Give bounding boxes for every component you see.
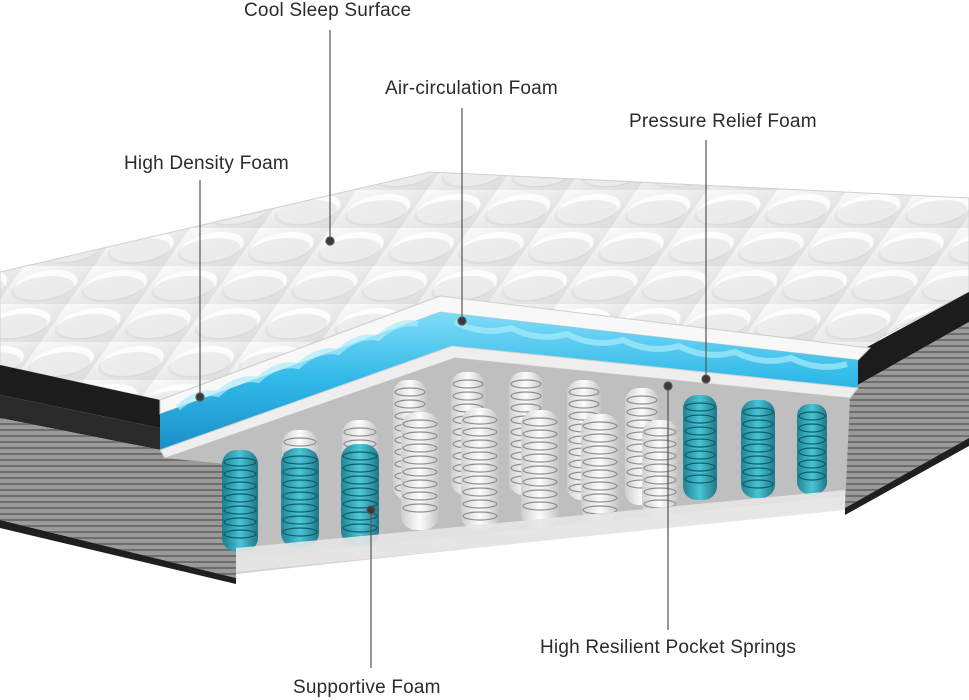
callout-leaders — [195, 30, 711, 668]
pocket-spring — [401, 412, 439, 530]
pocket-spring — [683, 395, 717, 500]
label-air-circulation-foam: Air-circulation Foam — [385, 78, 558, 99]
pocket-spring — [222, 450, 258, 552]
pocket-spring — [521, 410, 559, 528]
pocket-spring — [581, 414, 619, 522]
pocket-spring — [741, 400, 775, 498]
label-high-density-foam: High Density Foam — [124, 153, 289, 174]
label-pressure-relief-foam: Pressure Relief Foam — [629, 111, 817, 132]
label-supportive-foam: Supportive Foam — [293, 677, 441, 698]
supportive-foam-layer — [236, 490, 845, 572]
pocket-spring — [341, 444, 379, 546]
pocket-springs — [222, 372, 827, 552]
label-cool-sleep-surface: Cool Sleep Surface — [244, 0, 412, 21]
pocket-spring — [797, 404, 827, 494]
pocket-spring — [642, 420, 678, 518]
air-circulation-foam-layer — [160, 312, 858, 450]
pocket-spring — [461, 408, 499, 530]
label-high-resilient-pocket-springs: High Resilient Pocket Springs — [540, 637, 797, 658]
pocket-spring — [281, 448, 319, 548]
